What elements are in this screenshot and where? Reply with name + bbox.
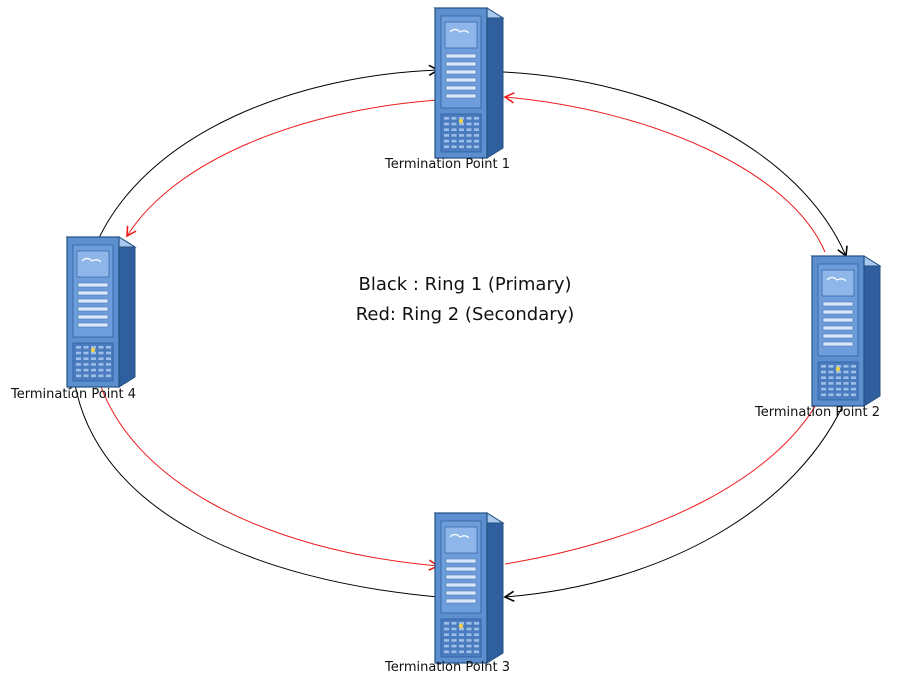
ring-1-link-2-to-3	[503, 393, 849, 603]
server-tower-icon	[433, 7, 505, 159]
ring-1-primary	[69, 64, 849, 603]
ring-2-link-1-to-4	[126, 99, 439, 238]
legend-line-primary: Black : Ring 1 (Primary)	[358, 274, 572, 295]
ring-1-link-3-to-4	[69, 377, 439, 598]
server-tower-icon	[433, 512, 505, 664]
ring-1-link-1-to-2	[502, 71, 848, 258]
node-label-termination-point-1: Termination Point 1	[385, 157, 511, 172]
ring-2-link-3-to-2	[504, 390, 825, 565]
server-tower-icon	[810, 255, 882, 407]
node-label-termination-point-3: Termination Point 3	[385, 660, 511, 675]
server-tower-icon	[65, 236, 137, 388]
node-label-termination-point-2: Termination Point 2	[755, 405, 881, 420]
ring-2-link-2-to-1	[503, 92, 826, 253]
ring-2-secondary	[97, 92, 826, 571]
ring-1-link-4-to-1	[97, 64, 440, 241]
legend-line-secondary: Red: Ring 2 (Secondary)	[355, 304, 575, 325]
node-label-termination-point-4: Termination Point 4	[11, 387, 137, 402]
ring-2-link-4-to-3	[97, 377, 440, 571]
legend: Black : Ring 1 (Primary) Red: Ring 2 (Se…	[300, 270, 630, 330]
